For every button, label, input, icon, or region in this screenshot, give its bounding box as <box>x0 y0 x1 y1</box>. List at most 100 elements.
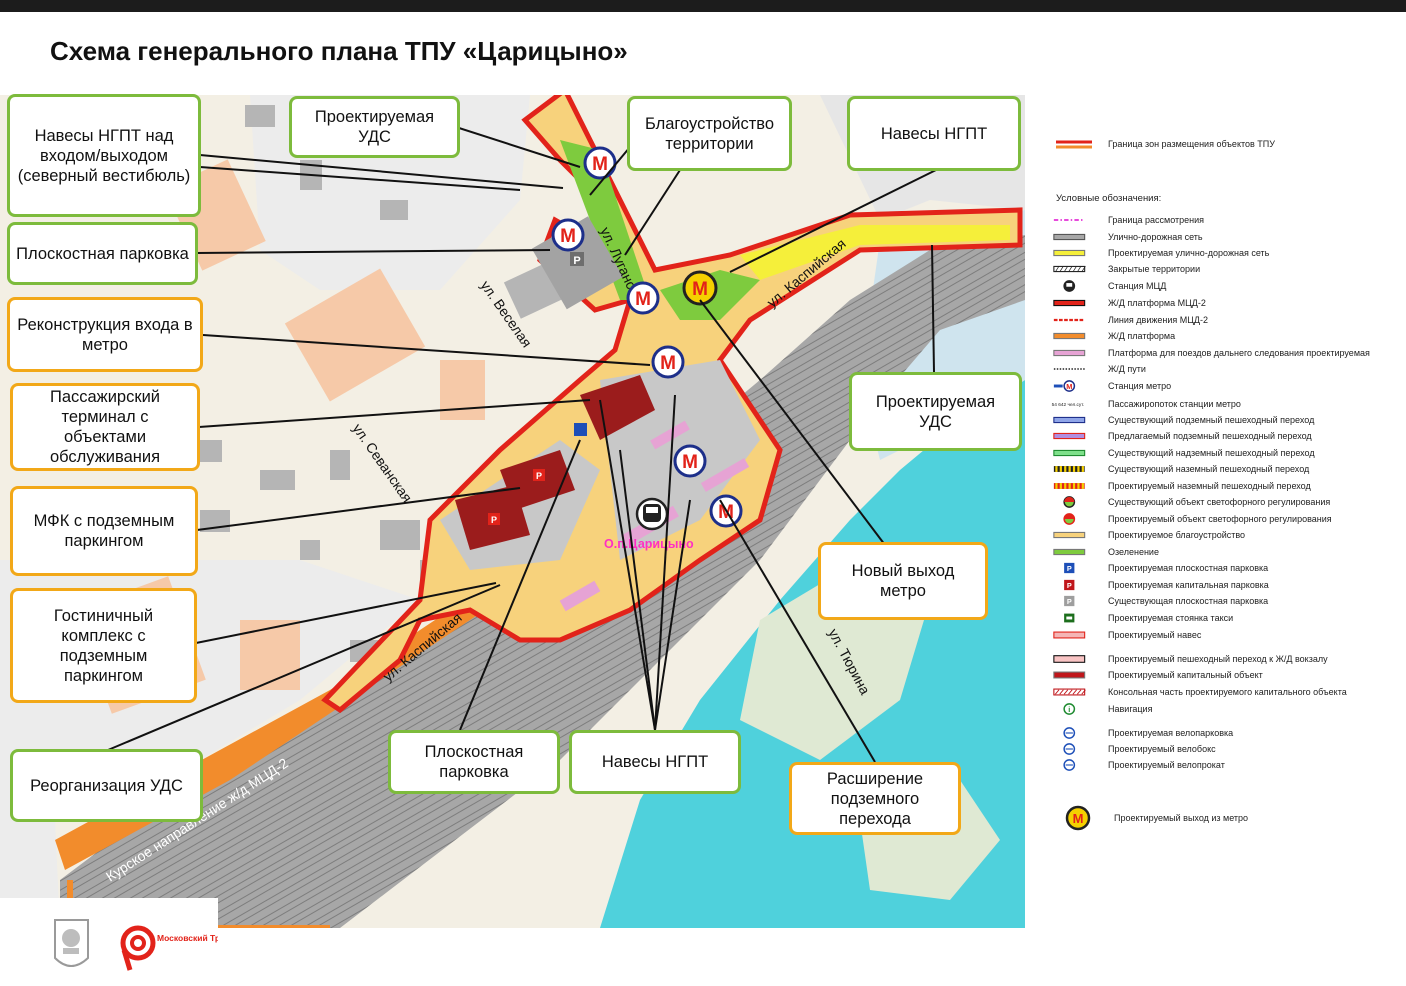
callout-metro-entrance-reconstruction[interactable]: Реконструкция входа в метро <box>7 297 203 372</box>
callout-text: Реконструкция входа в метро <box>17 315 193 354</box>
callout-flat-parking[interactable]: Плоскостная парковка <box>7 222 198 285</box>
callout-mfk[interactable]: МФК с подземным паркингом <box>10 486 198 576</box>
legend-row: Станция МЦД <box>1048 278 1400 294</box>
legend-text: Навигация <box>1108 704 1153 714</box>
parking-icon <box>574 423 587 436</box>
callout-uds-reorganization[interactable]: Реорганизация УДС <box>10 749 203 822</box>
legend-symbol <box>1063 513 1076 525</box>
building-block <box>240 620 300 690</box>
legend-symbol: M <box>1053 380 1076 392</box>
callout-projected-uds-east[interactable]: Проектируемая УДС <box>849 372 1022 451</box>
callout-ngpt-awnings[interactable]: Навесы НГПТ <box>847 96 1021 171</box>
passenger-terminal-building[interactable] <box>580 375 655 440</box>
callout-passenger-terminal[interactable]: Пассажирский терминал с объектами обслуж… <box>10 383 200 471</box>
legend-symbol <box>1053 332 1086 340</box>
railway-edge <box>67 880 330 928</box>
legend-symbol: 54 642 чел.сут. <box>1052 402 1085 408</box>
legend-symbol <box>1053 688 1086 696</box>
callout-text: Гостиничный комплекс с подземным паркинг… <box>53 606 154 685</box>
legend-text: Проектируемая стоянка такси <box>1108 613 1234 623</box>
legend-text: Проектируемый пешеходный переход к Ж/Д в… <box>1108 654 1328 664</box>
legend-text: Проектируемый велопрокат <box>1108 760 1225 770</box>
metro-station-icon[interactable] <box>651 345 685 379</box>
legend-row: Ж/Д платформа <box>1048 328 1400 344</box>
legend-text: Станция МЦД <box>1108 281 1167 291</box>
legend-row: Существующий объект светофорного регулир… <box>1048 494 1400 510</box>
legend-symbol <box>1053 318 1085 322</box>
metro-station-icon[interactable] <box>583 146 617 180</box>
legend-text: Проектируемый объект светофорного регули… <box>1108 514 1332 524</box>
legend-symbol <box>1053 631 1086 639</box>
callout-ngpt-awnings-south[interactable]: Навесы НГПТ <box>569 730 741 794</box>
building-block <box>284 268 426 402</box>
callout-projected-uds[interactable]: Проектируемая УДС <box>289 96 460 158</box>
station-label: О.п.Царицыно <box>604 537 694 551</box>
legend-row: Консольная часть проектируемого капиталь… <box>1048 684 1400 700</box>
svg-text:P: P <box>1067 597 1072 606</box>
legend-symbol <box>1053 249 1086 257</box>
legend-symbol <box>1053 349 1086 357</box>
callout-underpass-expansion[interactable]: Расширение подземного перехода <box>789 762 961 835</box>
parking-icon <box>488 513 500 525</box>
legend-text: Граница зон размещения объектов ТПУ <box>1108 139 1275 149</box>
legend-text: Ж/Д платформа МЦД-2 <box>1108 298 1206 308</box>
legend-symbol <box>1053 233 1086 241</box>
legend-row: Существующий наземный пешеходный переход <box>1048 461 1400 477</box>
svg-text:P: P <box>1067 564 1072 573</box>
legend-heading: Условные обозначения: <box>1056 193 1162 204</box>
legend-symbol: P <box>1064 579 1075 591</box>
legend-text: Улично-дорожная сеть <box>1108 232 1203 242</box>
callout-hotel-complex[interactable]: Гостиничный комплекс с подземным паркинг… <box>10 588 197 703</box>
moscow-coat-of-arms-icon <box>54 919 89 967</box>
legend-text: Предлагаемый подземный пешеходный перехо… <box>1108 431 1312 441</box>
legend-row: Улично-дорожная сеть <box>1048 229 1400 245</box>
legend-symbol <box>1053 219 1085 221</box>
mcd-station-icon[interactable] <box>635 497 669 531</box>
metro-station-icon[interactable] <box>673 444 707 478</box>
callout-text: Проектируемая УДС <box>875 392 996 431</box>
page-title: Схема генерального плана ТПУ «Царицыно» <box>50 36 628 66</box>
legend-text: Существующий подземный пешеходный перехо… <box>1108 415 1315 425</box>
legend-row-metro-exit: M Проектируемый выход из метро <box>1048 805 1400 831</box>
svg-text:P: P <box>1067 581 1072 590</box>
callout-ngpt-awnings-north[interactable]: Навесы НГПТ над входом/выходом (северный… <box>7 94 201 217</box>
parking-icon <box>533 469 545 481</box>
footer-logos: Московский Транспорт <box>0 898 254 981</box>
leader-lines <box>107 126 937 763</box>
legend-row: Проектируемый велобокс <box>1048 741 1400 757</box>
legend-row: Линия движения МЦД-2 <box>1048 312 1400 328</box>
legend-symbol <box>1053 466 1085 472</box>
metro-station-icon[interactable] <box>551 218 585 252</box>
designed-road <box>740 225 1010 280</box>
svg-text:M: M <box>1073 811 1084 826</box>
legend-text: Существующий наземный пешеходный переход <box>1108 464 1310 474</box>
parking-icon <box>570 252 584 266</box>
svg-text:54 642 чел.сут.: 54 642 чел.сут. <box>1052 402 1085 408</box>
legend-row: Проектируемая улично-дорожная сеть <box>1048 245 1400 261</box>
moscow-transport-logo-icon: Московский Транспорт <box>120 925 254 971</box>
legend-row: Существующий надземный пешеходный перехо… <box>1048 445 1400 461</box>
callout-text: Проектируемая УДС <box>314 108 435 146</box>
logos-svg: Московский Транспорт <box>54 919 254 971</box>
callout-flat-parking-south[interactable]: Плоскостная парковка <box>388 730 560 794</box>
svg-text:Московский Транспорт: Московский Транспорт <box>157 933 218 943</box>
callout-landscaping[interactable]: Благоустройство территории <box>627 96 792 171</box>
legend-row: Проектируемый навес <box>1048 627 1400 643</box>
legend-symbol <box>1063 759 1076 771</box>
callout-text: Навесы НГПТ <box>601 753 709 771</box>
legend-symbol <box>1053 449 1086 457</box>
legend-row: Проектируемое благоустройство <box>1048 527 1400 543</box>
legend-row: Проектируемый капитальный объект <box>1048 667 1400 683</box>
legend-text: Платформа для поездов дальнего следовани… <box>1108 348 1370 358</box>
legend-symbol <box>1063 496 1076 508</box>
legend-symbol <box>1053 655 1086 663</box>
callout-text: Реорганизация УДС <box>30 776 183 795</box>
metro-station-icon[interactable] <box>626 281 660 315</box>
projected-metro-exit-icon[interactable]: M <box>682 270 718 306</box>
green-area <box>560 140 650 300</box>
callout-new-metro-exit[interactable]: Новый выход метро <box>818 542 988 620</box>
legend-symbol <box>1053 265 1086 273</box>
legend-text: Проектируемое благоустройство <box>1108 530 1246 540</box>
